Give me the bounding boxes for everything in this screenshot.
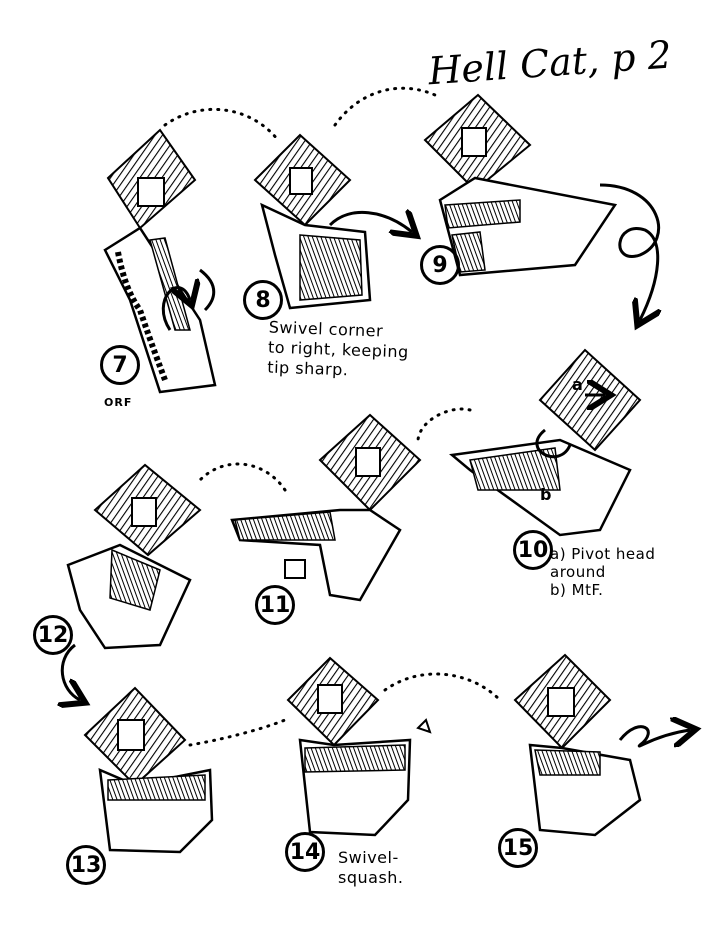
- squash-mark: [416, 718, 432, 734]
- bill-border: [115, 251, 168, 382]
- dotted-connector: [333, 86, 437, 127]
- step-number-7: 7: [100, 345, 140, 385]
- fold-step-11: [230, 413, 422, 602]
- step-number-13: 13: [66, 845, 106, 885]
- mtf-arrow: [535, 428, 572, 459]
- step-number-12: 12: [33, 615, 73, 655]
- dotted-connector: [383, 672, 502, 702]
- portrait-panel: [289, 167, 313, 195]
- fold-step-12: [66, 463, 202, 650]
- bill-engraving: [444, 199, 521, 229]
- portrait-panel: [317, 684, 343, 714]
- fold-step-10: [449, 348, 642, 537]
- bill-engraving: [107, 774, 206, 801]
- label-b: b: [540, 485, 551, 504]
- rotate-arrow-2: [199, 268, 216, 312]
- fold-step-7: [103, 128, 217, 394]
- portrait-panel: [131, 497, 157, 527]
- rotate-arrow: [161, 288, 190, 331]
- model-body: [103, 226, 217, 394]
- dotted-connector: [163, 107, 280, 142]
- fold-step-15: [513, 653, 642, 837]
- fold-step-14: [286, 656, 432, 837]
- dotted-connector: [188, 718, 287, 747]
- curl-arrow: [62, 643, 80, 700]
- portrait-panel: [117, 719, 145, 751]
- bill-engraving: [534, 749, 601, 776]
- step-label-8: Swivel corner to right, keeping tip shar…: [267, 317, 410, 380]
- step-number-14: 14: [285, 832, 325, 872]
- turn-over-arrow: [599, 183, 659, 320]
- bill-engraving: [299, 234, 363, 301]
- step-label-7: ORF: [104, 396, 133, 409]
- bill-engraving: [234, 511, 336, 541]
- model-head: [538, 348, 642, 452]
- dotted-connector: [416, 407, 472, 442]
- step-number-9: 9: [420, 245, 460, 285]
- turn-arrow: [618, 727, 690, 748]
- step-number-10: 10: [513, 530, 553, 570]
- fold-step-8: [253, 133, 412, 310]
- step-number-8: 8: [243, 280, 283, 320]
- portrait-panel: [547, 687, 575, 717]
- fold-step-13: [83, 686, 214, 854]
- dotted-connector: [198, 462, 287, 492]
- bill-engraving: [469, 447, 561, 491]
- portrait-panel: [137, 177, 165, 207]
- fold-step-9: [423, 93, 618, 277]
- portrait-panel: [461, 127, 487, 157]
- portrait-panel: [355, 447, 381, 477]
- step-label-10: a) Pivot head around b) MtF.: [550, 545, 656, 599]
- bill-engraving: [109, 548, 161, 611]
- step-number-11: 11: [255, 585, 295, 625]
- bill-corner: [284, 559, 306, 579]
- label-a: a: [572, 375, 583, 394]
- step-number-15: 15: [498, 828, 538, 868]
- swivel-arrow: [328, 212, 412, 232]
- bill-engraving: [304, 744, 406, 773]
- step-label-14: Swivel- squash.: [338, 848, 404, 887]
